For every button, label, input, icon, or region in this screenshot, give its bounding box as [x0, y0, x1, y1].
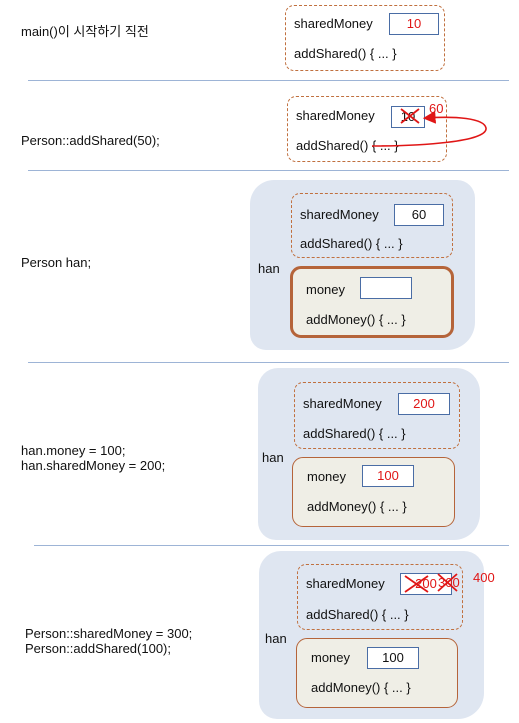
- add-money-method: addMoney() { ... }: [306, 312, 406, 327]
- shared-money-value: 60: [394, 204, 444, 226]
- money-label: money: [306, 282, 346, 297]
- shared-money-label: sharedMoney: [303, 396, 382, 411]
- separator-3: [28, 362, 509, 363]
- add-shared-method: addShared() { ... }: [306, 607, 409, 622]
- strike-mark: [404, 575, 429, 593]
- money-value: 100: [362, 465, 414, 487]
- money-value: 100: [367, 647, 419, 669]
- add-shared-method: addShared() { ... }: [303, 426, 406, 441]
- shared-money-value: 200: [398, 393, 450, 415]
- shared-money-label: sharedMoney: [296, 108, 375, 123]
- add-shared-method: addShared() { ... }: [294, 46, 397, 61]
- step-5-code-line-1: Person::sharedMoney = 300;: [25, 626, 193, 641]
- money-label: money: [307, 469, 347, 484]
- step-4-code-line-2: han.sharedMoney = 200;: [21, 458, 166, 473]
- object-name-han: han: [262, 450, 284, 465]
- step-2-code: Person::addShared(50);: [21, 133, 160, 148]
- step-3-code: Person han;: [21, 255, 92, 270]
- step-1-static-members-box: sharedMoney 10 addShared() { ... }: [285, 5, 445, 71]
- object-name-han: han: [265, 631, 287, 646]
- step-1-code: main()이 시작하기 직전: [21, 24, 149, 39]
- step-4-static-members-box: sharedMoney 200 addShared() { ... }: [294, 382, 460, 449]
- strike-mark: [437, 573, 458, 592]
- shared-money-label: sharedMoney: [306, 576, 385, 591]
- shared-money-label: sharedMoney: [300, 207, 379, 222]
- add-money-method: addMoney() { ... }: [307, 499, 407, 514]
- add-shared-method: addShared() { ... }: [300, 236, 403, 251]
- add-money-method: addMoney() { ... }: [311, 680, 411, 695]
- step-5-han-object: money 100 addMoney() { ... }: [296, 638, 458, 708]
- strike-mark: [400, 108, 420, 124]
- step-4-han-object: money 100 addMoney() { ... }: [292, 457, 455, 527]
- object-name-han: han: [258, 261, 280, 276]
- shared-money-value: 10: [389, 13, 439, 35]
- step-5-code-line-2: Person::addShared(100);: [25, 641, 171, 656]
- shared-money-label: sharedMoney: [294, 16, 373, 31]
- step-3-han-object: money addMoney() { ... }: [290, 266, 454, 338]
- separator-1: [28, 80, 509, 81]
- separator-2: [28, 170, 509, 171]
- money-value: [360, 277, 412, 299]
- step-4-code-line-1: han.money = 100;: [21, 443, 126, 458]
- separator-4: [34, 545, 509, 546]
- shared-money-new-value: 400: [473, 570, 495, 585]
- add-shared-method: addShared() { ... }: [296, 138, 399, 153]
- step-3-static-members-box: sharedMoney 60 addShared() { ... }: [291, 193, 453, 258]
- money-label: money: [311, 650, 351, 665]
- update-arrow: [371, 110, 487, 147]
